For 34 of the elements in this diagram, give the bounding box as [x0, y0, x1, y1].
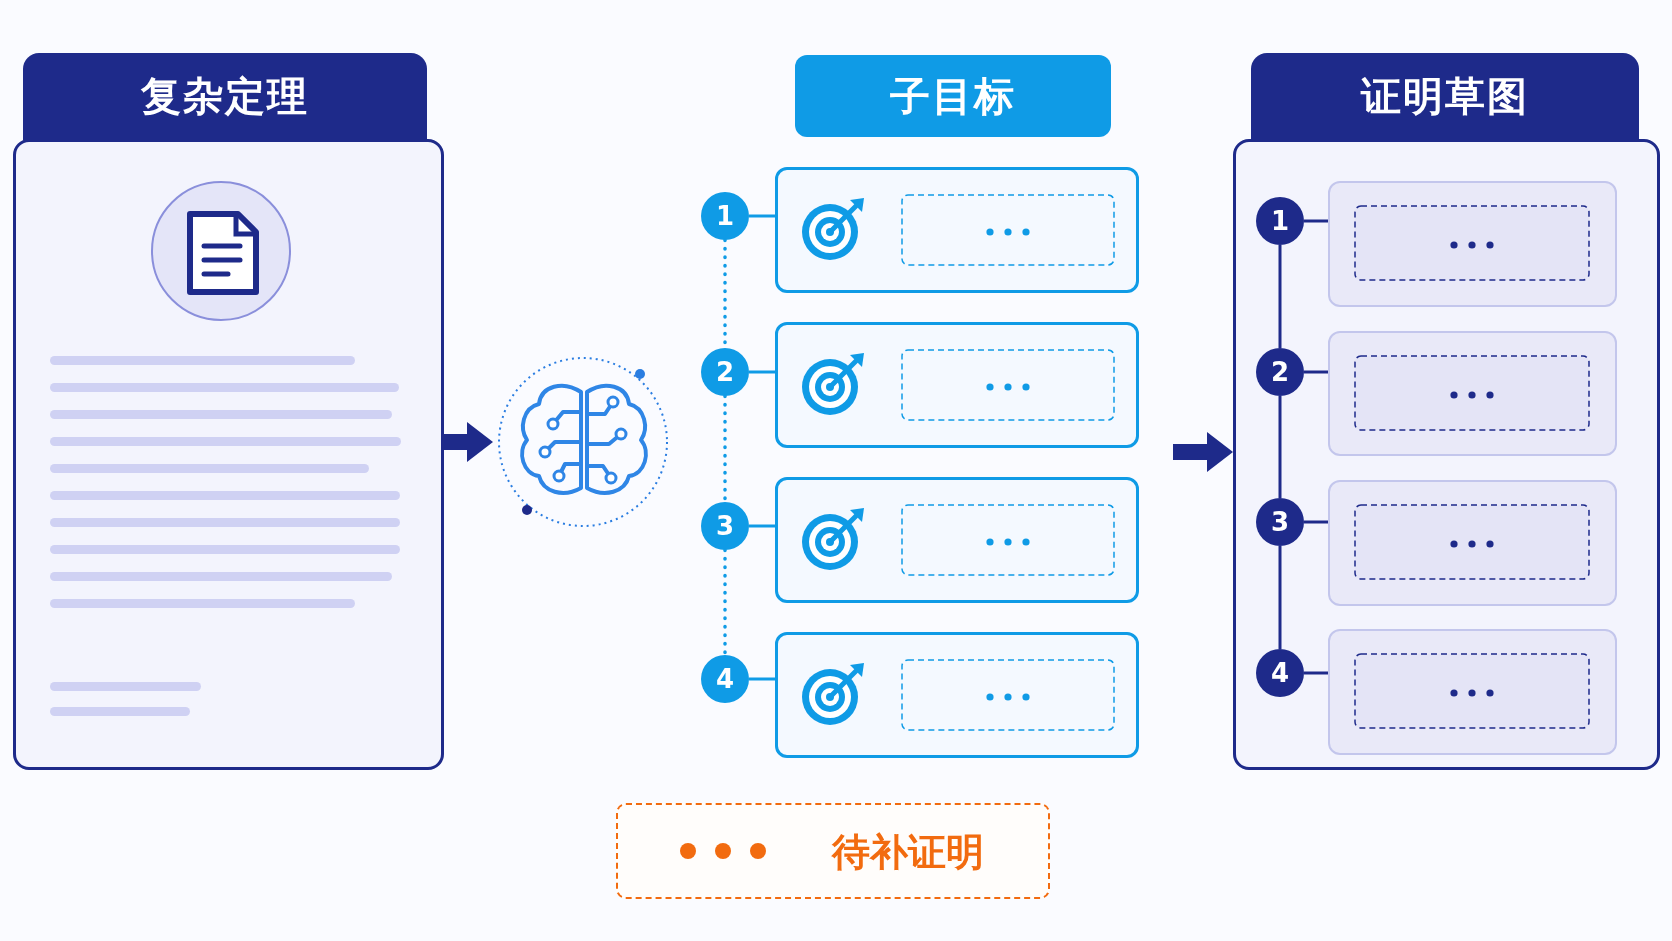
- connector-line: [1304, 219, 1328, 223]
- connector-line: [749, 524, 775, 528]
- connector-line: [1278, 396, 1282, 498]
- subgoal-card: [775, 632, 1139, 758]
- section-header: 子目标: [795, 55, 1111, 137]
- step-number: 2: [701, 348, 749, 396]
- connector-line: [1304, 671, 1328, 675]
- block-arrow: [1173, 432, 1233, 472]
- subgoal-card: [775, 477, 1139, 603]
- connector-line: [749, 214, 775, 218]
- step-number: 2: [1256, 348, 1304, 396]
- step-number: 4: [701, 655, 749, 703]
- subgoal-card: [1328, 480, 1617, 606]
- panel-title-bar: 证明草图: [1251, 53, 1639, 140]
- subgoal-card: [1328, 331, 1617, 456]
- step-number: 4: [1256, 649, 1304, 697]
- step-number: 3: [1256, 498, 1304, 546]
- block-arrow: [444, 422, 493, 462]
- subgoal-card: [775, 167, 1139, 293]
- connector-line: [1278, 245, 1282, 348]
- dotted-connector: [723, 548, 727, 657]
- connector-line: [749, 677, 775, 681]
- subgoal-card: [1328, 629, 1617, 755]
- panel-title-bar: 复杂定理: [23, 53, 427, 140]
- subgoal-card: [775, 322, 1139, 448]
- connector-line: [1304, 370, 1328, 374]
- subgoal-card: [1328, 181, 1617, 307]
- connector-line: [749, 370, 775, 374]
- connector-line: [1278, 546, 1282, 649]
- step-number: 1: [701, 192, 749, 240]
- connector-line: [1304, 520, 1328, 524]
- step-number: 1: [1256, 197, 1304, 245]
- step-number: 3: [701, 502, 749, 550]
- legend-label: 待补证明: [832, 829, 984, 876]
